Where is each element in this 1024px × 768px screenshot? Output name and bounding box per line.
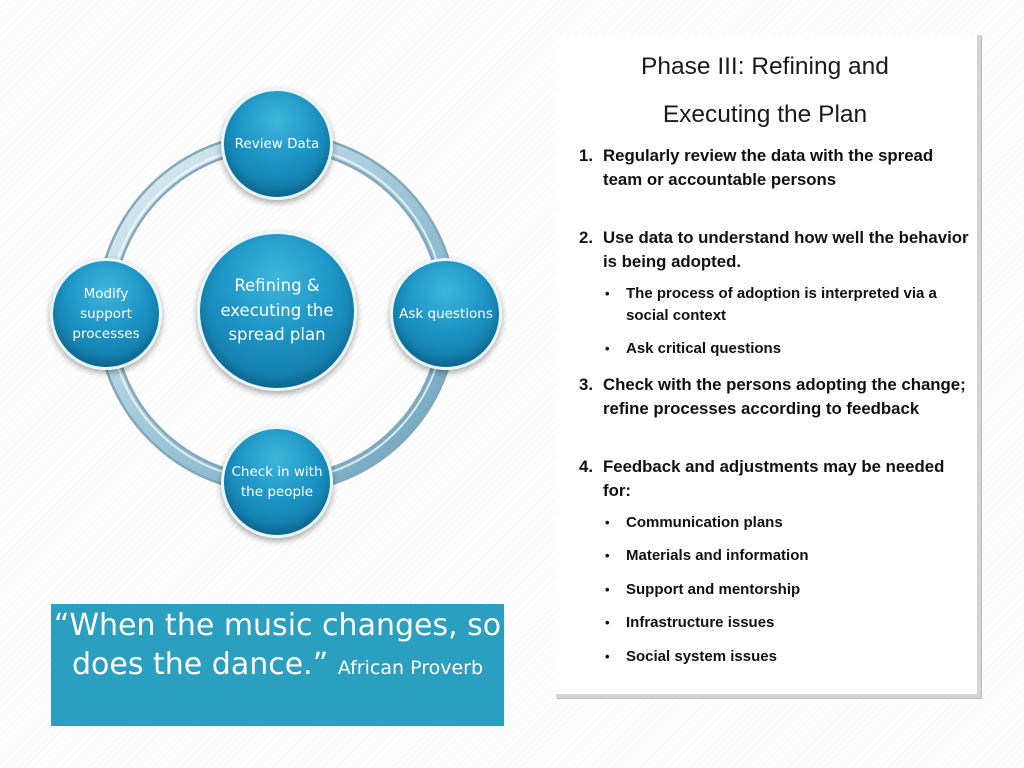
quote-attribution: African Proverb <box>337 657 484 679</box>
node-modify-processes: Modify support processes <box>50 258 162 370</box>
bullet-icon: • <box>605 341 610 356</box>
bullet-icon: • <box>605 286 610 301</box>
quote-box: “When the music changes, so does the dan… <box>51 604 504 726</box>
sub-item: • Materials and information <box>605 545 971 567</box>
phase-panel: Phase III: Refining and Executing the Pl… <box>556 35 981 698</box>
sub-item: • The process of adoption is interpreted… <box>605 285 937 324</box>
quote-text: “When the music changes, so does the dan… <box>53 608 502 682</box>
node-review-data: Review Data <box>221 88 333 200</box>
sub-item: • Infrastructure issues <box>605 612 971 634</box>
list-item-4: 4. Feedback and adjustments may be neede… <box>579 457 945 500</box>
list-item-3: 3. Check with the persons adopting the c… <box>579 375 966 418</box>
sub-item: • Communication plans <box>605 512 971 534</box>
sub-item: • Support and mentorship <box>605 579 971 601</box>
bullet-icon: • <box>605 582 610 597</box>
bullet-icon: • <box>605 615 610 630</box>
sub-item: • Social system issues <box>605 646 971 668</box>
node-ask-questions: Ask questions <box>390 258 502 370</box>
bullet-icon: • <box>605 515 610 530</box>
list-item-2: 2. Use data to understand how well the b… <box>579 228 969 271</box>
list-item-1: 1. Regularly review the data with the sp… <box>579 146 934 189</box>
node-check-in: Check in with the people <box>221 426 333 538</box>
node-center: Refining & executing the spread plan <box>197 231 357 391</box>
phase-title: Phase III: Refining and Executing the Pl… <box>641 53 889 128</box>
bullet-icon: • <box>605 548 610 563</box>
cycle-diagram: Review Data Ask questions Check in with … <box>40 80 520 550</box>
sub-item: • Ask critical questions <box>605 338 971 360</box>
bullet-icon: • <box>605 649 610 664</box>
